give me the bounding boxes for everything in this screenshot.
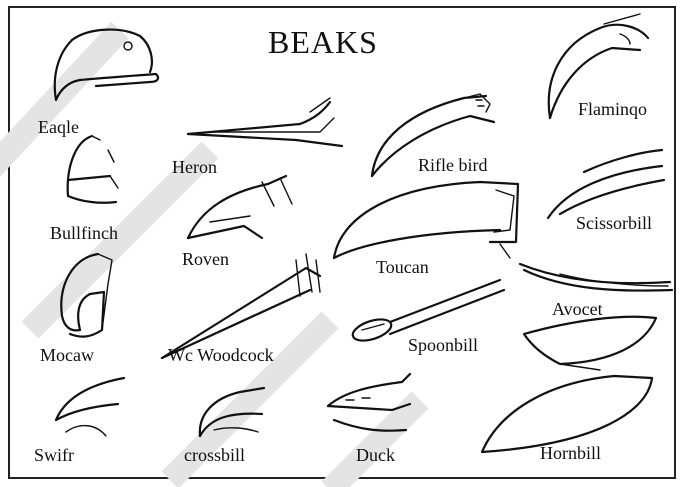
label-duck: Duck <box>356 446 395 464</box>
label-flamingo: Flaminqo <box>578 100 647 118</box>
label-swift: Swifr <box>34 446 74 464</box>
label-scissorbill: Scissorbill <box>576 214 652 232</box>
label-heron: Heron <box>172 158 217 176</box>
label-avocet: Avocet <box>552 300 603 318</box>
swift-beak-drawing <box>56 378 124 436</box>
hornbill-beak-drawing <box>482 317 656 452</box>
heron-beak-drawing <box>188 98 342 146</box>
label-macaw: Mocaw <box>40 346 94 364</box>
label-eagle: Eaqle <box>38 118 79 136</box>
label-raven: Roven <box>182 250 229 268</box>
toucan-beak-drawing <box>334 182 518 258</box>
scissorbill-beak-drawing <box>548 150 664 218</box>
label-rifle-bird: Rifle bird <box>418 156 488 174</box>
raven-beak-drawing <box>188 176 292 238</box>
label-toucan: Toucan <box>376 258 429 276</box>
label-hornbill: Hornbill <box>540 444 601 462</box>
label-woodcock: Wc Woodcock <box>168 346 274 364</box>
label-spoonbill: Spoonbill <box>408 336 478 354</box>
label-bullfinch: Bullfinch <box>50 224 118 242</box>
label-crossbill: crossbill <box>184 446 245 464</box>
avocet-beak-drawing <box>520 264 672 291</box>
diagram-title: BEAKS <box>268 26 378 58</box>
bullfinch-beak-drawing <box>68 136 118 203</box>
